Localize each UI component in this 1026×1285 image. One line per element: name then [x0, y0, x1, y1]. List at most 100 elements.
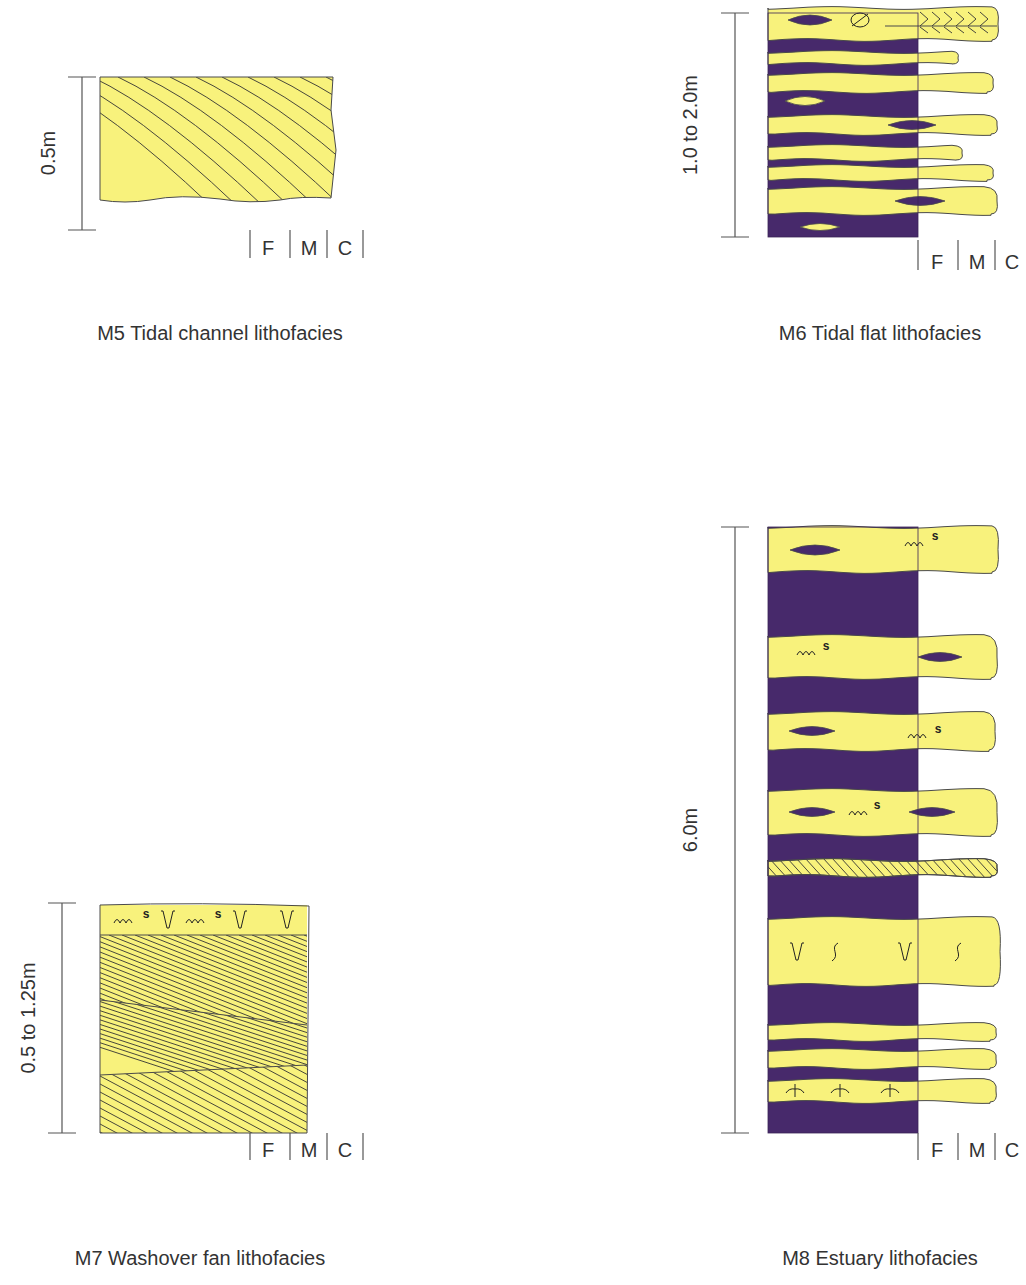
grain-size-label: C — [338, 238, 352, 258]
lamina-line — [222, 77, 392, 205]
grain-size-label: M — [969, 252, 986, 272]
lamina-line — [250, 1060, 400, 1140]
grain-size-tick — [326, 1133, 327, 1160]
ripple-symbol — [797, 652, 815, 656]
lamina-line — [206, 995, 466, 1080]
lamina-line — [290, 995, 550, 1080]
lamina-line — [248, 77, 418, 205]
burrow-symbol — [955, 943, 961, 961]
lamina-line — [326, 77, 496, 205]
lamina-line — [148, 935, 388, 1030]
cross-bedding — [0, 935, 557, 1030]
lamina-line — [161, 935, 401, 1030]
cross-bedding — [0, 1060, 475, 1140]
lens-symbol — [909, 808, 955, 817]
lamina-line — [332, 995, 592, 1080]
lens-symbol — [789, 727, 835, 736]
lamina-line — [239, 935, 479, 1030]
lamina-line — [174, 935, 414, 1030]
facies-caption: M6 Tidal flat lithofacies — [779, 323, 981, 343]
bed-outline — [768, 859, 997, 878]
lamina-line — [24, 995, 284, 1080]
cross-bedding — [40, 77, 496, 205]
lamina-line — [280, 1060, 430, 1140]
herringbone-symbol — [920, 12, 988, 33]
sandstone-outline — [100, 904, 309, 1133]
sand-bed — [768, 1023, 996, 1042]
lamina-line — [805, 858, 825, 880]
grain-size-tick — [249, 1133, 250, 1160]
sand-bed — [768, 145, 962, 162]
lamina-line — [295, 1060, 445, 1140]
lamina-line — [318, 995, 578, 1080]
grain-size-tick — [957, 1133, 958, 1160]
scale-label: 1.0 to 2.0m — [680, 75, 700, 175]
lamina-line — [52, 995, 312, 1080]
sand-bed — [768, 1079, 996, 1104]
lamina-line — [196, 77, 366, 205]
facies-caption: M7 Washover fan lithofacies — [75, 1248, 325, 1268]
sand-bed — [768, 789, 997, 837]
sand-bed — [768, 635, 997, 680]
lamina-line — [778, 858, 798, 880]
lens-symbol — [800, 224, 840, 231]
lamina-line — [66, 995, 326, 1080]
lamina-line — [787, 858, 807, 880]
lamina-line — [317, 935, 557, 1030]
lens-symbol — [788, 15, 832, 25]
grain-size-tick — [917, 1133, 918, 1160]
lamina-line — [190, 1060, 340, 1140]
cross-bedding — [760, 858, 1023, 880]
lamina-line — [346, 995, 606, 1080]
lamina-line — [192, 995, 452, 1080]
lamina-line — [66, 77, 236, 205]
burrow-symbol — [790, 943, 804, 960]
grain-size-label: M — [969, 1140, 986, 1160]
grain-size-tick — [917, 240, 918, 270]
lamina-line — [274, 77, 444, 205]
lamina-line — [226, 935, 466, 1030]
grain-size-tick — [994, 1133, 995, 1160]
sand-bed — [768, 73, 993, 94]
grain-size-tick — [289, 1133, 290, 1160]
lamina-line — [265, 935, 505, 1030]
ripple-symbol — [849, 812, 867, 816]
lamina-line — [108, 995, 368, 1080]
grain-size-label: F — [262, 1140, 274, 1160]
lamina-line — [200, 935, 440, 1030]
scale-label: 0.5 to 1.25m — [18, 962, 38, 1073]
lens-symbol — [790, 545, 840, 555]
lamina-line — [310, 1060, 460, 1140]
facies-caption: M8 Estuary lithofacies — [782, 1248, 978, 1268]
lamina-line — [40, 77, 210, 205]
root-symbol — [881, 1084, 899, 1097]
lens-symbol — [785, 97, 825, 106]
lamina-line — [276, 995, 536, 1080]
lens-symbol — [895, 197, 945, 206]
sand-bed — [768, 526, 998, 574]
fossil-symbol — [852, 14, 868, 26]
lamina-line — [0, 1060, 85, 1140]
sand-bed — [768, 1049, 996, 1070]
ripple-letter: s — [935, 723, 942, 735]
lamina-line — [144, 77, 314, 205]
column-outline — [768, 527, 918, 1133]
lamina-line — [300, 77, 470, 205]
sand-bed — [768, 115, 997, 136]
grain-size-label: C — [338, 1140, 352, 1160]
lamina-line — [1003, 858, 1023, 880]
lamina-line — [325, 1060, 475, 1140]
grain-size-tick — [362, 230, 363, 258]
ripple-symbol — [905, 543, 923, 547]
lamina-line — [262, 995, 522, 1080]
lamina-line — [814, 858, 834, 880]
lamina-line — [94, 995, 354, 1080]
grain-size-tick — [362, 1133, 363, 1160]
grain-size-label: M — [301, 238, 318, 258]
sand-bed — [768, 187, 997, 216]
ripple-symbol — [908, 735, 926, 739]
lamina-line — [252, 935, 492, 1030]
lens-symbol — [918, 653, 962, 662]
sandstone-outline — [100, 77, 336, 202]
